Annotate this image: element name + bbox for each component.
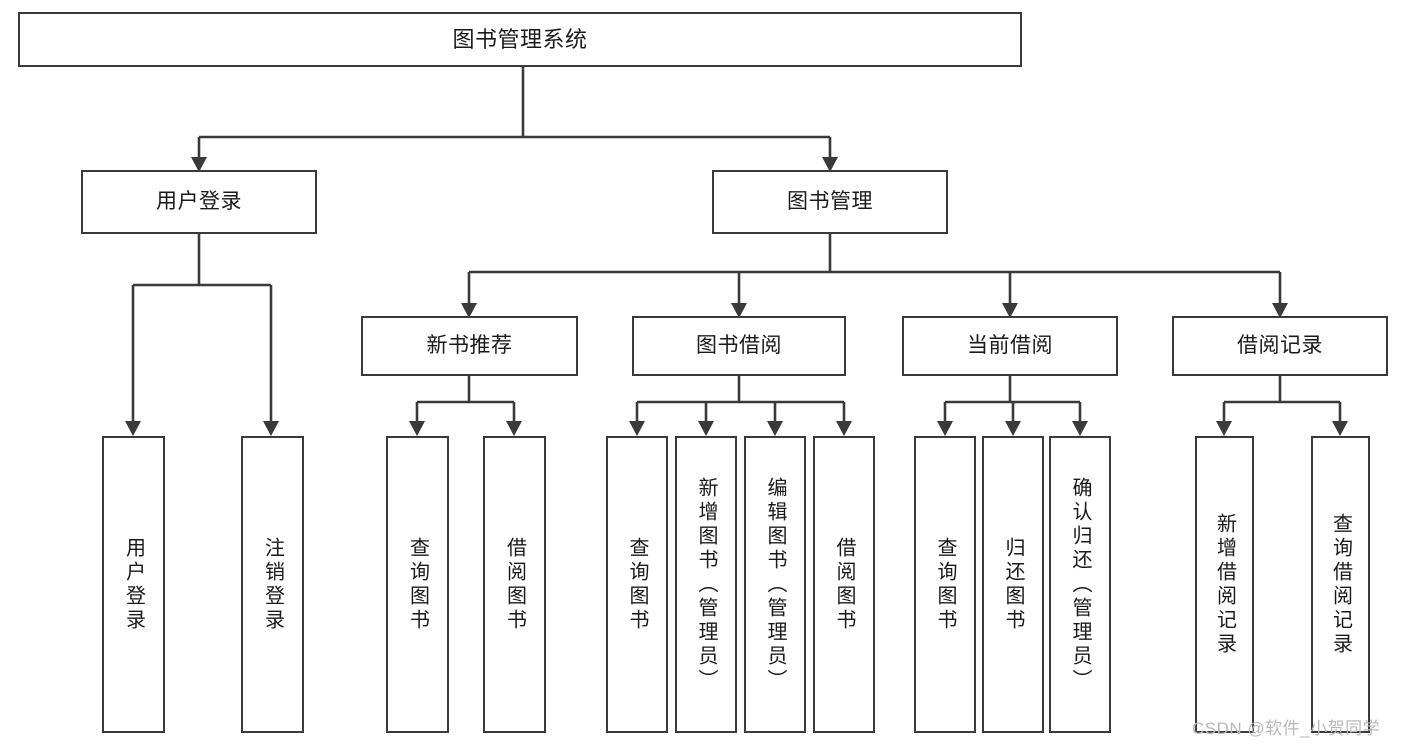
leaf-nbr-query-book[interactable]: 查询图书 — [386, 436, 449, 733]
arrow-bb-leaf2 — [698, 421, 714, 436]
node-label: 新增借阅记录 — [1213, 512, 1236, 657]
arrow-bb-leaf4 — [836, 421, 852, 436]
arrow-leaf-logout — [263, 421, 279, 436]
node-label: 查询图书 — [934, 536, 956, 633]
leaf-cb-return-book[interactable]: 归还图书 — [982, 436, 1044, 733]
node-user-login[interactable]: 用户登录 — [81, 170, 317, 234]
node-label: 用户登录 — [156, 189, 242, 213]
arrow-br-leaf1 — [1216, 421, 1232, 436]
node-label: 当前借阅 — [967, 333, 1053, 357]
node-label: 图书管理 — [787, 189, 873, 213]
arrow-bb-leaf1 — [629, 421, 645, 436]
node-label: 确认归还（管理员） — [1069, 476, 1091, 693]
node-label: 借阅记录 — [1237, 333, 1323, 357]
node-label: 查询图书 — [626, 536, 648, 633]
leaf-nbr-borrow-book[interactable]: 借阅图书 — [483, 436, 546, 733]
node-book-management[interactable]: 图书管理 — [712, 170, 948, 234]
leaf-user-login[interactable]: 用户登录 — [102, 436, 165, 733]
node-label: 新增图书（管理员） — [695, 476, 717, 693]
leaf-bb-edit-book-admin[interactable]: 编辑图书（管理员） — [744, 436, 806, 733]
node-label: 查询图书 — [406, 536, 429, 633]
arrow-cb-leaf2 — [1005, 421, 1021, 436]
node-borrow-record[interactable]: 借阅记录 — [1172, 316, 1388, 376]
leaf-cb-query-book[interactable]: 查询图书 — [914, 436, 976, 733]
node-label: 新书推荐 — [426, 333, 513, 357]
node-label: 用户登录 — [122, 536, 145, 633]
arrow-nbr-leaf2 — [506, 421, 522, 436]
leaf-bb-query-book[interactable]: 查询图书 — [606, 436, 668, 733]
leaf-cb-confirm-return-admin[interactable]: 确认归还（管理员） — [1049, 436, 1111, 733]
node-label: 归还图书 — [1002, 536, 1024, 633]
arrow-leaf-user-login — [125, 421, 141, 436]
node-book-borrow[interactable]: 图书借阅 — [632, 316, 846, 376]
arrow-cb-leaf1 — [937, 421, 953, 436]
node-new-book-recommend[interactable]: 新书推荐 — [361, 316, 578, 376]
leaf-br-add-record[interactable]: 新增借阅记录 — [1195, 436, 1254, 733]
node-label: 图书借阅 — [696, 333, 782, 357]
node-label: 查询借阅记录 — [1329, 512, 1352, 657]
node-root-system[interactable]: 图书管理系统 — [18, 12, 1022, 67]
node-label: 图书管理系统 — [452, 26, 588, 52]
node-label: 借阅图书 — [833, 536, 855, 633]
watermark-text: CSDN @软件_小贺同学 — [1192, 719, 1381, 738]
arrow-nbr-leaf1 — [409, 421, 425, 436]
arrow-br-leaf2 — [1332, 421, 1348, 436]
arrow-cb-leaf3 — [1072, 421, 1088, 436]
leaf-br-query-record[interactable]: 查询借阅记录 — [1311, 436, 1370, 733]
leaf-bb-add-book-admin[interactable]: 新增图书（管理员） — [675, 436, 737, 733]
leaf-logout[interactable]: 注销登录 — [241, 436, 304, 733]
node-current-borrow[interactable]: 当前借阅 — [902, 316, 1118, 376]
node-label: 编辑图书（管理员） — [764, 476, 786, 693]
node-label: 注销登录 — [261, 536, 284, 633]
arrow-bb-leaf3 — [767, 421, 783, 436]
node-label: 借阅图书 — [503, 536, 526, 633]
leaf-bb-borrow-book[interactable]: 借阅图书 — [813, 436, 875, 733]
